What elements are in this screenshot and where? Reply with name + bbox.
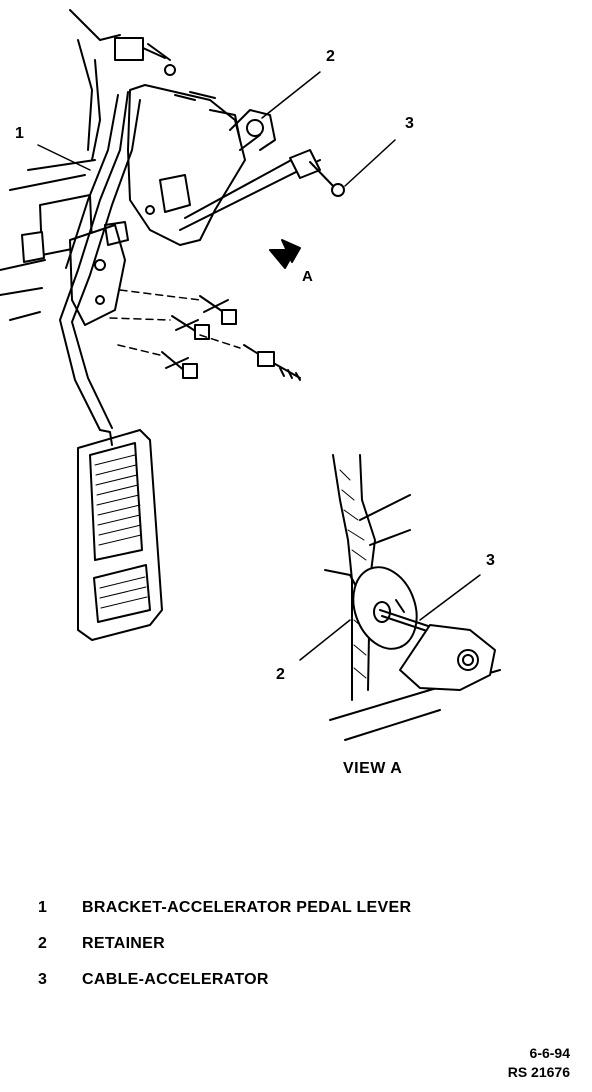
parts-legend: 1 BRACKET-ACCELERATOR PEDAL LEVER 2 RETA… bbox=[38, 890, 558, 998]
legend-text: BRACKET-ACCELERATOR PEDAL LEVER bbox=[82, 899, 412, 916]
body-panel-lines bbox=[0, 9, 121, 321]
view-a-detail bbox=[324, 454, 501, 741]
mounting-bolts bbox=[109, 289, 301, 381]
view-arrow bbox=[269, 239, 301, 269]
callout-2-main: 2 bbox=[326, 48, 335, 65]
callout-1: 1 bbox=[15, 125, 24, 142]
legend-item: 1 BRACKET-ACCELERATOR PEDAL LEVER bbox=[38, 890, 558, 926]
legend-item: 2 RETAINER bbox=[38, 926, 558, 962]
callout-3-main: 3 bbox=[405, 115, 414, 132]
legend-number: 1 bbox=[38, 899, 47, 916]
legend-number: 3 bbox=[38, 971, 47, 988]
callout-3-view: 3 bbox=[486, 552, 495, 569]
legend-text: RETAINER bbox=[82, 935, 165, 952]
view-a-label: VIEW A bbox=[343, 760, 403, 777]
legend-item: 3 CABLE-ACCELERATOR bbox=[38, 962, 558, 998]
cable-linkage bbox=[174, 91, 345, 231]
callout-2-view: 2 bbox=[276, 666, 285, 683]
stamp-reference: RS 21676 bbox=[507, 1064, 570, 1080]
stamp-date: 6-6-94 bbox=[529, 1045, 570, 1061]
legend-text: CABLE-ACCELERATOR bbox=[82, 971, 269, 988]
pedal-arm bbox=[59, 91, 141, 431]
date-reference-stamp: 6-6-94 RS 21676 bbox=[508, 1044, 570, 1082]
leader-lines bbox=[37, 71, 481, 661]
upper-stud bbox=[114, 37, 176, 76]
legend-number: 2 bbox=[38, 935, 47, 952]
view-arrow-label: A bbox=[302, 268, 313, 285]
pedal-bracket bbox=[21, 84, 246, 326]
pedal-pad bbox=[77, 429, 163, 641]
